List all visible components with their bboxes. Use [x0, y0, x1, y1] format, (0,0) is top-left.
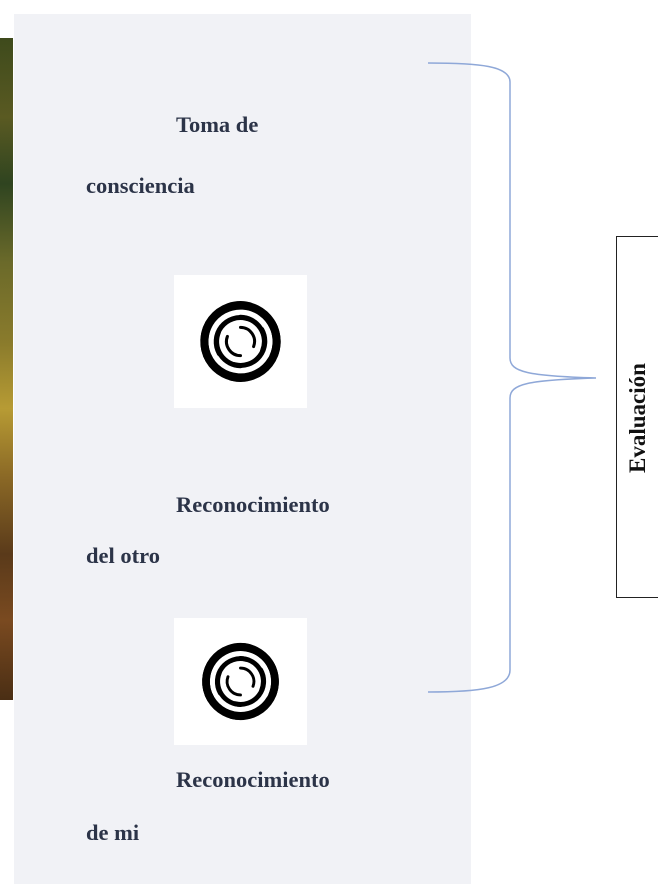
step-label-otro-line1: Reconocimiento [176, 492, 330, 517]
spiral-graphic [202, 642, 279, 721]
brace-line [427, 62, 597, 693]
step-label-toma-line2: consciencia [86, 173, 195, 198]
evaluation-label: Evaluación [625, 363, 650, 473]
evaluation-box: Evaluación [616, 236, 658, 598]
spiral-icon [174, 275, 307, 408]
step-label-mi-line2: de mi [86, 820, 140, 845]
spiral-graphic [200, 301, 281, 382]
step-label-toma-line1: Toma de [176, 112, 259, 137]
background-photo-strip [0, 38, 13, 700]
step-label-otro-line2: del otro [86, 543, 160, 568]
spiral-icon [174, 618, 307, 745]
step-label-mi-line1: Reconocimiento [176, 767, 330, 792]
